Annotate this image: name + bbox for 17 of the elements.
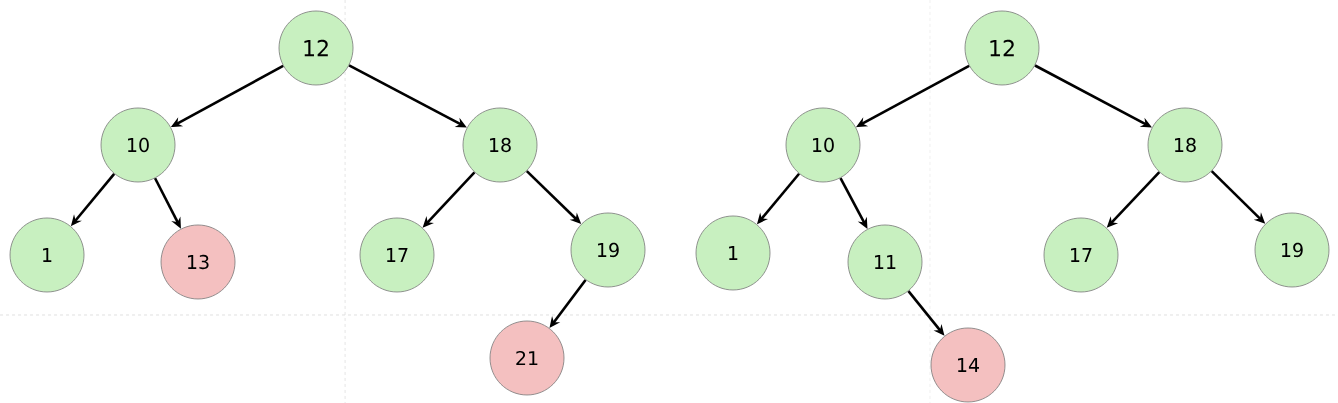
tree-node: 19 <box>570 212 646 288</box>
tree-node: 18 <box>462 107 538 183</box>
tree-node: 19 <box>1254 212 1330 288</box>
tree-node: 12 <box>964 10 1040 86</box>
tree-node: 1 <box>9 217 85 293</box>
tree-node: 21 <box>489 320 565 396</box>
arrow <box>907 290 945 336</box>
tree-node: 17 <box>359 217 435 293</box>
tree-node: 13 <box>160 224 236 300</box>
tree-node: 10 <box>100 107 176 183</box>
tree-node: 14 <box>930 327 1006 403</box>
tree-node: 1 <box>695 215 771 291</box>
tree-node: 18 <box>1147 107 1223 183</box>
tree-node: 17 <box>1043 217 1119 293</box>
tree-node: 12 <box>278 10 354 86</box>
tree-node: 11 <box>847 224 923 300</box>
tree-node: 10 <box>785 107 861 183</box>
